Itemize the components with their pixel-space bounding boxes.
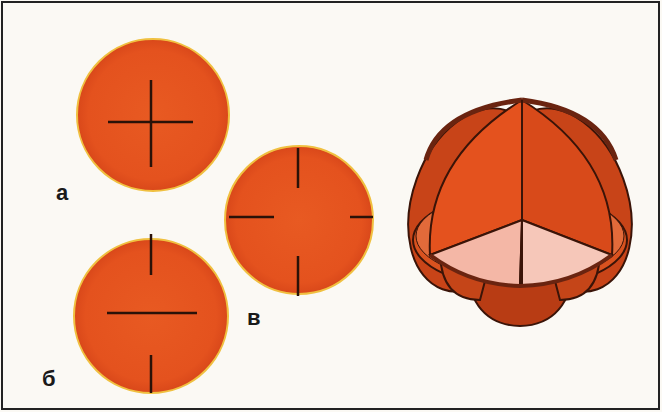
figure-letter: б [42,368,56,390]
disk-a [77,39,229,191]
disk-v [225,146,373,296]
figure-letter: в [247,307,261,329]
disk-b [74,234,228,393]
assembled-figure [384,90,656,326]
figure-letter: а [56,182,68,204]
